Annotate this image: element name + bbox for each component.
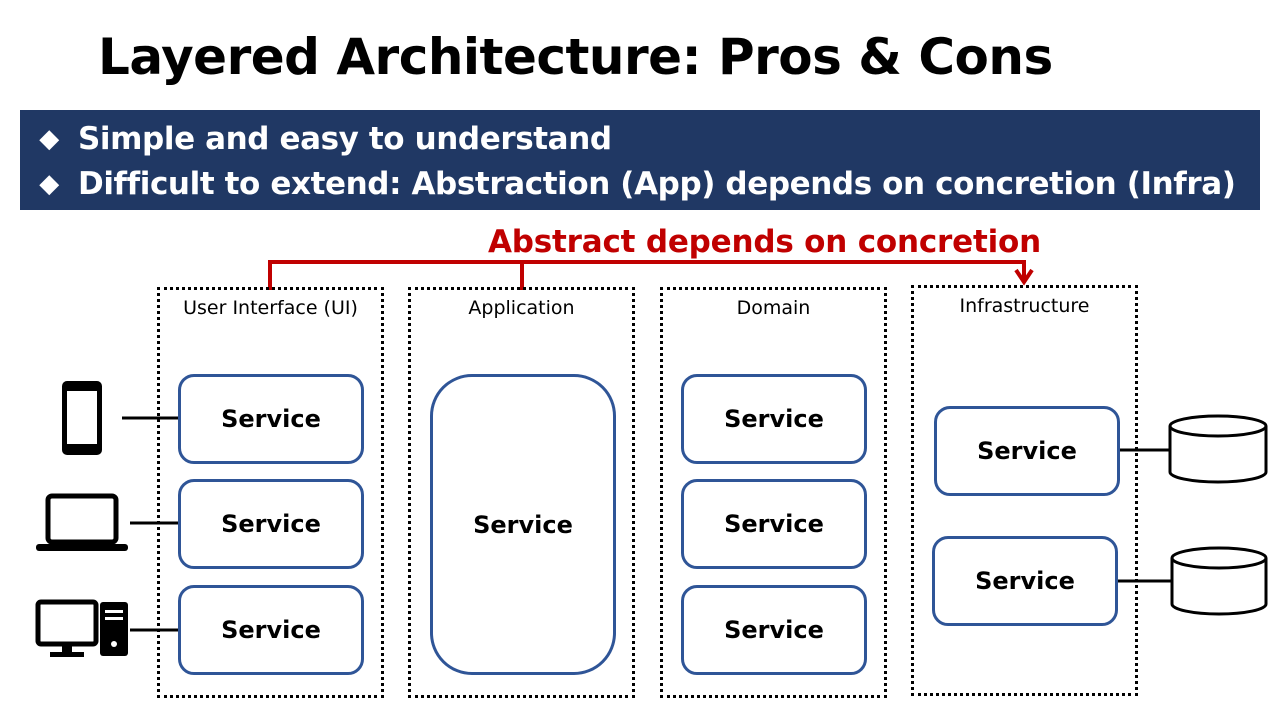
dependency-arrow <box>268 260 1034 290</box>
bullet-pro: ◆ Simple and easy to understand <box>34 116 1260 161</box>
infrastructure-service-1: Service <box>934 406 1120 496</box>
bullet-con: ◆ Difficult to extend: Abstraction (App)… <box>34 161 1260 206</box>
ui-service-2: Service <box>178 479 364 569</box>
diamond-bullet-icon: ◆ <box>39 123 59 154</box>
infrastructure-service-2: Service <box>932 536 1118 626</box>
domain-service-2: Service <box>681 479 867 569</box>
domain-service-1: Service <box>681 374 867 464</box>
ui-service-3: Service <box>178 585 364 675</box>
layer-domain <box>660 287 887 698</box>
slide-title: Layered Architecture: Pros & Cons <box>98 28 1053 86</box>
domain-service-3: Service <box>681 585 867 675</box>
layer-application <box>408 287 635 698</box>
layer-infrastructure <box>911 285 1138 696</box>
smartphone-icon <box>62 381 102 455</box>
layer-title-infrastructure: Infrastructure <box>959 295 1090 317</box>
layer-title-domain: Domain <box>736 297 811 319</box>
application-service: Service <box>430 374 616 675</box>
laptop-icon <box>36 493 128 551</box>
dependency-label: Abstract depends on concretion <box>488 224 1041 260</box>
ui-service-1: Service <box>178 374 364 464</box>
desktop-computer-icon <box>35 599 128 657</box>
connector-lines <box>122 416 1172 632</box>
database-icon <box>1170 546 1268 616</box>
diamond-bullet-icon: ◆ <box>39 168 59 199</box>
bullet-pro-text: Simple and easy to understand <box>78 120 612 157</box>
layer-ui <box>157 287 384 698</box>
layer-title-application: Application <box>468 297 575 319</box>
layer-title-ui: User Interface (UI) <box>183 297 358 319</box>
summary-banner: ◆ Simple and easy to understand ◆ Diffic… <box>20 110 1260 210</box>
bullet-con-text: Difficult to extend: Abstraction (App) d… <box>78 165 1236 202</box>
database-icon <box>1168 414 1268 484</box>
